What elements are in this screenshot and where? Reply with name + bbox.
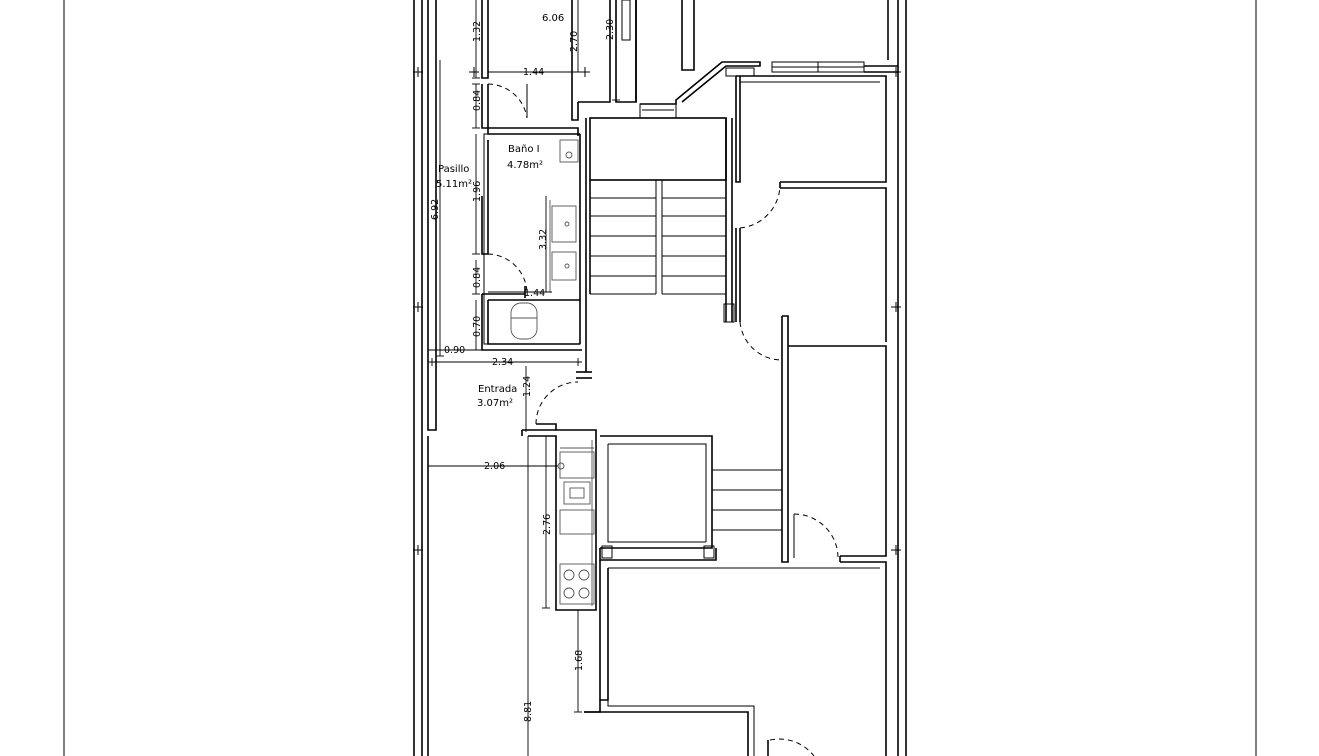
dim-label: 1.44: [524, 288, 545, 299]
dim-label: 1.32: [472, 21, 483, 42]
dim-label: 0.70: [472, 316, 483, 337]
dim-label: 2.06: [484, 461, 505, 472]
dim-label: 2.76: [542, 514, 553, 535]
right-rooms: [735, 75, 887, 756]
stairwell: [589, 117, 735, 323]
dim-label: 3.32: [538, 229, 549, 250]
bano-area: 4.78m²: [507, 160, 543, 171]
entrada-area: 3.07m²: [477, 398, 513, 409]
column-markers: [413, 67, 901, 555]
room-top-area: 6.06: [542, 13, 564, 24]
pasillo-area: 5.11m²: [436, 179, 472, 190]
dim-label: 0.84: [472, 90, 483, 111]
dim-label: 1.44: [523, 67, 544, 78]
dim-label: 0.84: [472, 267, 483, 288]
central-rooms: [584, 435, 880, 756]
dim-label: 2.34: [492, 357, 513, 368]
bathroom-walls: [481, 83, 592, 379]
dim-label: 1.24: [522, 376, 533, 397]
bano-name: Baño I: [508, 144, 540, 155]
dim-label: 1.96: [472, 181, 483, 202]
stair-treads: [590, 197, 726, 295]
kitchen: [521, 381, 597, 611]
dim-label: 6.92: [430, 199, 441, 220]
exterior-walls: [413, 0, 907, 756]
dim-label: 2.30: [605, 19, 616, 40]
dimension-lines: [428, 0, 620, 756]
dim-label: 1.68: [574, 650, 585, 671]
dim-label: 8.81: [523, 701, 534, 722]
top-room-walls: [481, 0, 898, 121]
pasillo-name: Pasillo: [438, 164, 469, 175]
entrada-name: Entrada: [478, 384, 517, 395]
dim-label: 0.90: [444, 345, 465, 356]
dim-label: 2.70: [569, 31, 580, 52]
sheet-frame: [63, 0, 1257, 756]
